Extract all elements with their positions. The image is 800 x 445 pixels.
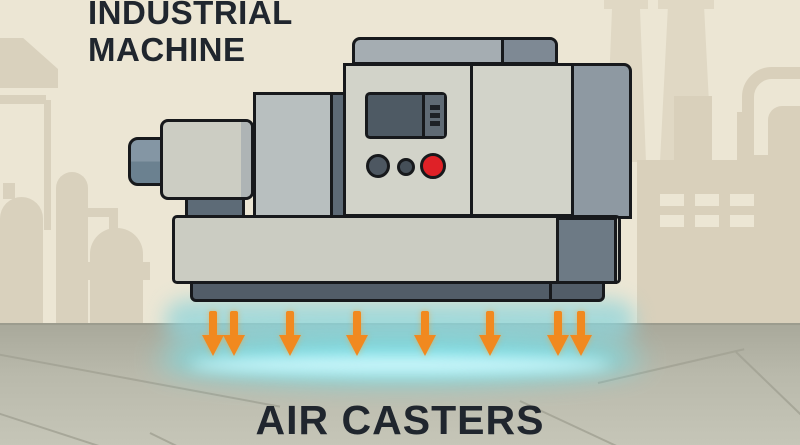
factory-tower-silhouette [674,96,712,162]
factory-window [695,194,719,206]
control-button-gray [366,154,390,178]
pipe-silhouette [86,208,118,217]
screen-side-panel [422,95,444,136]
top-cover-vent [501,40,555,62]
machine-left-housing [253,92,333,218]
pipe-silhouette [109,208,118,243]
factory-window [695,215,719,227]
tank-nub-silhouette [3,183,15,199]
indicator-dash [429,121,440,126]
machine-top-cover [352,37,558,65]
pipe-silhouette [44,100,51,230]
tank-silhouette [0,197,43,323]
tank-nub-silhouette [83,262,92,280]
control-screen [365,92,447,139]
indicator-dash [429,113,440,118]
air-flow-arrow-icon [414,311,436,357]
pipe-inner-silhouette [768,106,800,162]
chimney-silhouette [658,0,714,9]
factory-body-silhouette [637,160,800,323]
air-flow-arrow-icon [346,311,368,357]
machine-skid [190,281,605,302]
title-text: INDUSTRIAL MACHINE [88,0,293,68]
factory-window [660,215,684,227]
air-flow-arrow-icon [202,311,224,357]
air-flow-arrow-icon [223,311,245,357]
caption-text: AIR CASTERS [255,397,545,443]
roof-stripe [0,88,58,95]
roof-base-silhouette [0,95,46,104]
body-panel-divider [470,66,473,214]
skid-seam [549,284,552,299]
machine-headstock [160,119,254,200]
control-button-red [420,153,446,179]
machine-base [172,215,621,284]
air-flow-arrow-icon [570,311,592,357]
chimney-silhouette [604,0,648,9]
machine-main-body [343,63,574,217]
tank-silhouette [90,228,143,323]
indicator-dash [429,105,440,110]
air-flow-arrow-icon [547,311,569,357]
air-cushion-glow [190,356,610,374]
column-silhouette [56,172,88,323]
factory-window [730,194,754,206]
title-line-2: MACHINE [88,31,246,68]
machine-right-panel [571,63,632,219]
air-flow-arrow-icon [479,311,501,357]
tank-nub-silhouette [141,262,150,280]
title-line-1: INDUSTRIAL [88,0,293,31]
building-roof-silhouette [0,38,58,88]
control-button-small [397,158,415,176]
machine-right-lower-block [556,217,617,284]
factory-window [660,194,684,206]
machine-spindle [128,137,164,186]
factory-window [730,215,754,227]
air-flow-arrow-icon [279,311,301,357]
headstock-edge [241,122,251,197]
factory-tower-silhouette [737,112,748,162]
